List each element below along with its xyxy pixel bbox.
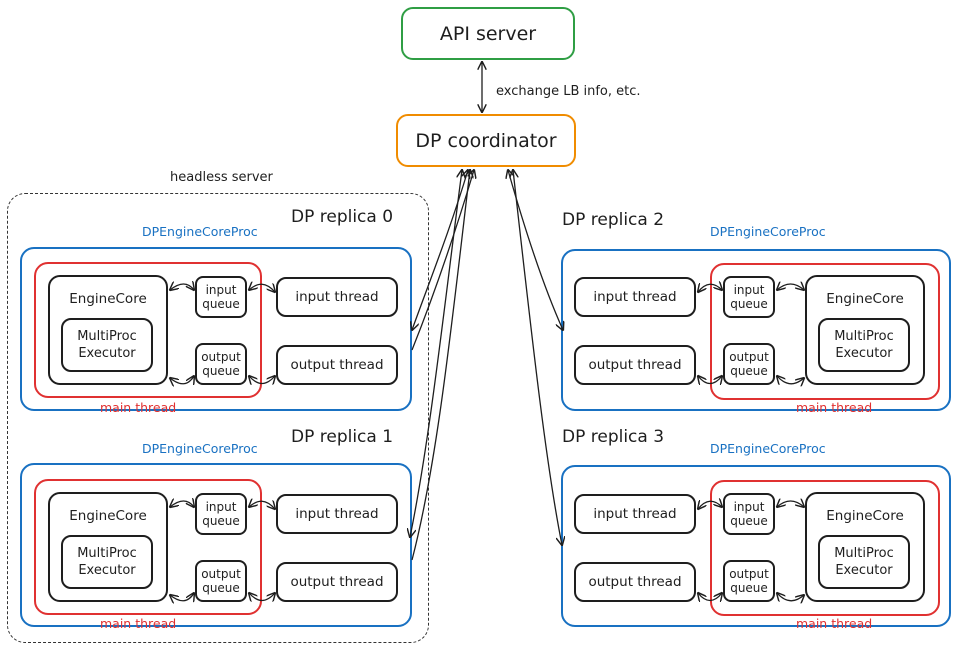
replica-0-input-queue: input queue [195,276,247,318]
dp-coordinator-label: DP coordinator [415,129,557,152]
exchange-note: exchange LB info, etc. [496,84,641,99]
replica-1-output-thread-label: output thread [290,574,384,590]
replica-2-main-thread-box [710,263,940,400]
replica-2-engine-core-label: EngineCore [826,291,904,307]
replica-2-output-queue-label: output queue [729,350,769,378]
replica-0-input-thread-label: input thread [295,289,379,305]
coord-replica1-arrow [410,170,462,537]
replica-3-output-queue-label: output queue [729,567,769,595]
replica-1-input-queue-label: input queue [202,500,240,528]
replica-2-input-thread: input thread [574,277,696,317]
replica-0-executor: MultiProc Executor [61,318,153,372]
replica-0-output-queue-label: output queue [201,350,241,378]
replica-2-title: DP replica 2 [562,210,665,230]
replica-1-input-thread-label: input thread [295,506,379,522]
replica-3-output-thread: output thread [574,562,696,602]
replica-3-input-thread: input thread [574,494,696,534]
replica-3-engine-core-label: EngineCore [826,508,904,524]
replica-1-input-queue: input queue [195,493,247,535]
replica-0-output-thread: output thread [276,345,398,385]
replica-2-input-thread-label: input thread [593,289,677,305]
replica-0-output-thread-label: output thread [290,357,384,373]
replica-3-executor-label: MultiProc Executor [834,546,894,578]
replica-3-executor: MultiProc Executor [818,535,910,589]
replica-2-proc-label: DPEngineCoreProc [710,224,826,239]
replica-3-input-queue-label: input queue [730,500,768,528]
replica-0-input-queue-label: input queue [202,283,240,311]
replica-2-input-queue: input queue [723,276,775,318]
replica-1-input-thread: input thread [276,494,398,534]
replica-2-input-queue-label: input queue [730,283,768,311]
replica-2-executor: MultiProc Executor [818,318,910,372]
coord-replica3-arrow [513,170,562,545]
replica-1-proc-label: DPEngineCoreProc [142,441,258,456]
replica-0-executor-label: MultiProc Executor [77,329,137,361]
replica-1-executor: MultiProc Executor [61,535,153,589]
replica-3-input-queue: input queue [723,493,775,535]
headless-server-label: headless server [170,170,273,185]
replica-2-output-thread-label: output thread [588,357,682,373]
replica-2-output-queue: output queue [723,343,775,385]
replica-1-executor-label: MultiProc Executor [77,546,137,578]
replica-1-output-thread: output thread [276,562,398,602]
replica-2-main-thread-label: main thread [796,400,873,415]
replica-1-title: DP replica 1 [291,427,394,447]
coord-replica1-arrow-b [411,170,470,561]
replica-0-output-queue: output queue [195,343,247,385]
replica-3-input-thread-label: input thread [593,506,677,522]
replica-3-output-queue: output queue [723,560,775,602]
replica-0-main-thread-box [34,262,262,398]
dp-coordinator-box: DP coordinator [396,114,576,167]
replica-1-output-queue: output queue [195,560,247,602]
replica-0-proc-label: DPEngineCoreProc [142,224,258,239]
replica-2-executor-label: MultiProc Executor [834,329,894,361]
replica-0-main-thread-label: main thread [100,400,177,415]
replica-1-proc-box [20,463,412,627]
replica-3-proc-label: DPEngineCoreProc [710,441,826,456]
replica-0-title: DP replica 0 [291,207,394,227]
replica-1-main-thread-label: main thread [100,616,177,631]
replica-1-main-thread-box [34,479,262,615]
api-server-label: API server [439,22,537,45]
replica-3-output-thread-label: output thread [588,574,682,590]
replica-3-title: DP replica 3 [562,427,665,447]
replica-3-main-thread-label: main thread [796,616,873,631]
replica-2-output-thread: output thread [574,345,696,385]
replica-1-output-queue-label: output queue [201,567,241,595]
replica-0-input-thread: input thread [276,277,398,317]
replica-1-engine-core-label: EngineCore [69,508,147,524]
replica-0-engine-core-label: EngineCore [69,291,147,307]
api-server-box: API server [401,7,575,60]
coord-replica0-arrow [412,170,468,330]
replica-3-main-thread-box [710,480,940,616]
